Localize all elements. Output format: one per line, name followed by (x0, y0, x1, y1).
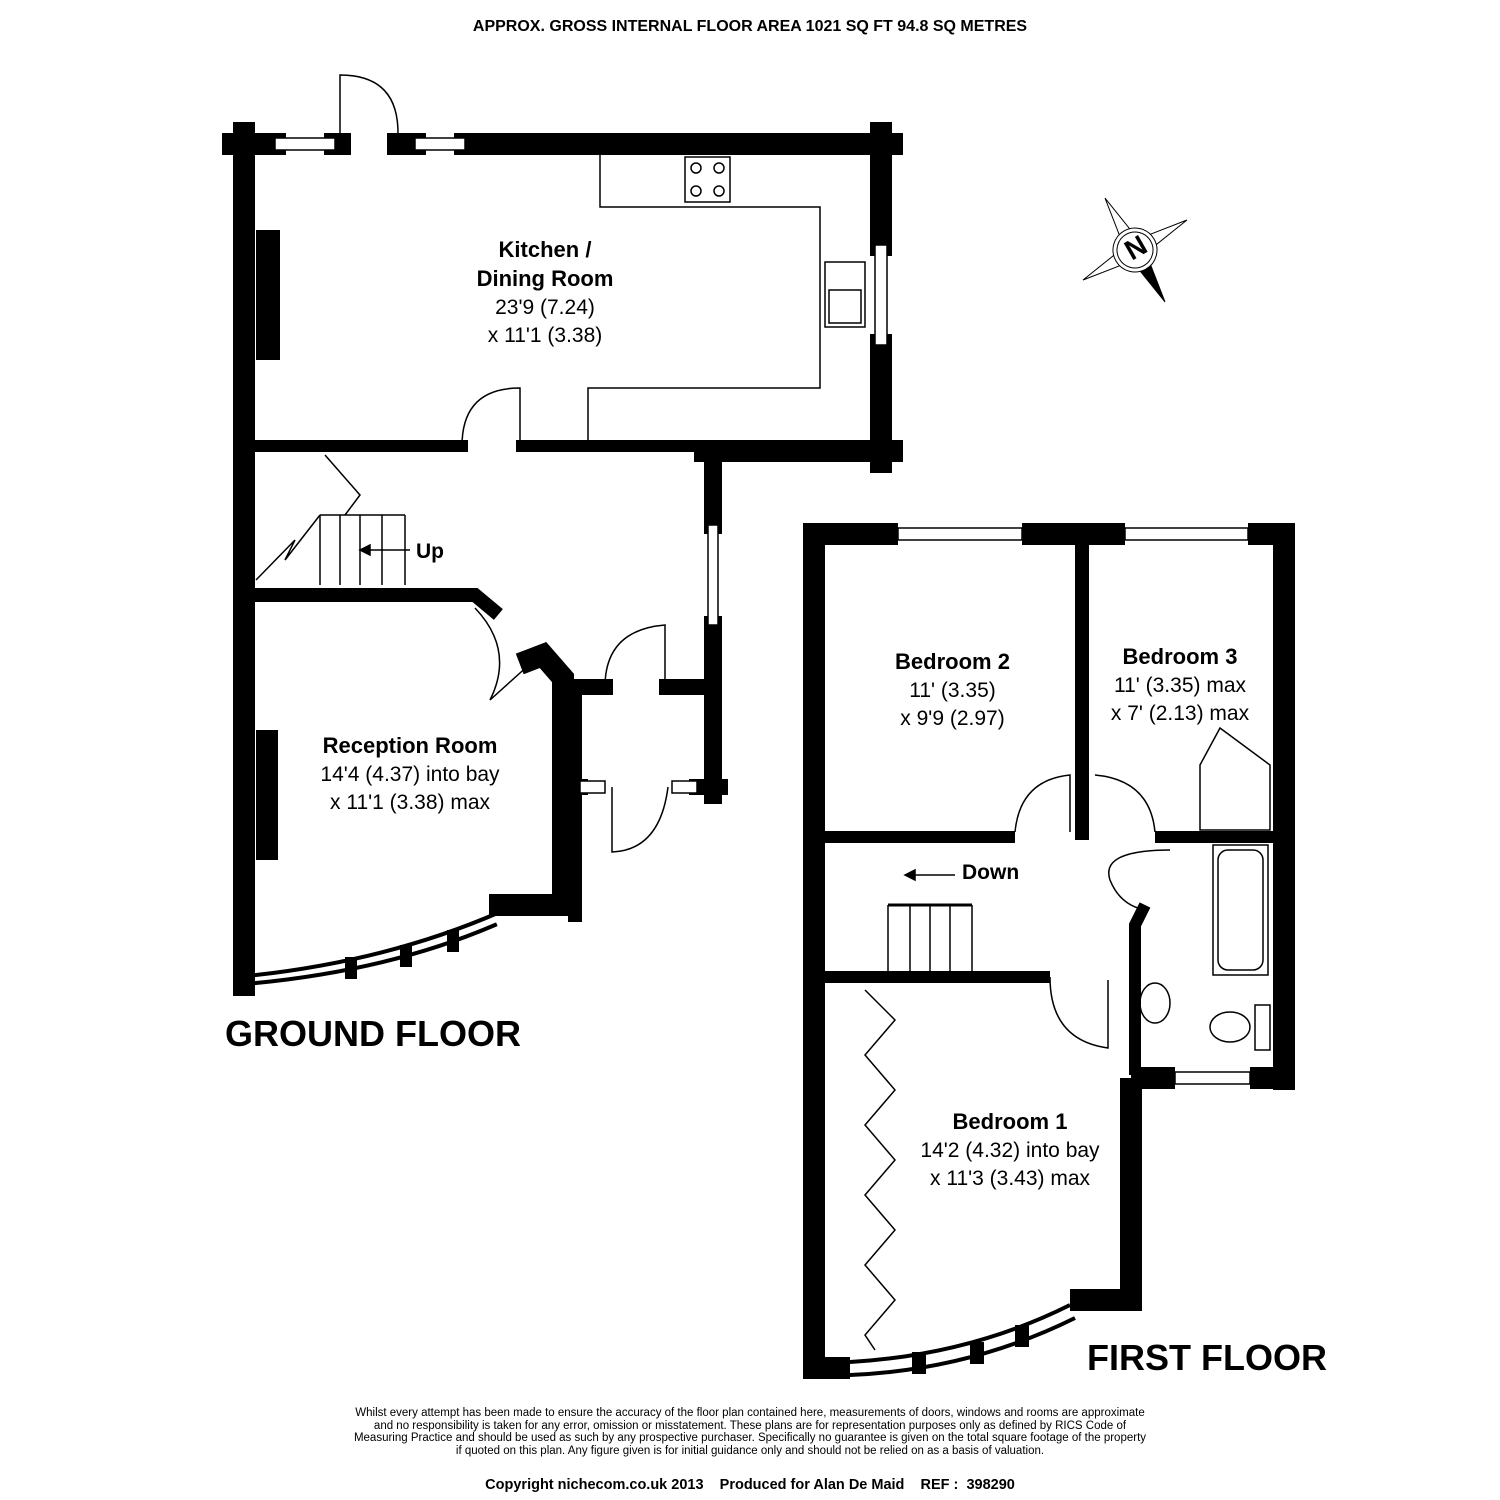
room-dimension: x 7' (2.13) max (1110, 702, 1250, 725)
room-bedroom-1: Bedroom 1 14'2 (4.32) into bay x 11'3 (3… (870, 1108, 1150, 1193)
room-bedroom-2: Bedroom 2 11' (3.35) x 9'9 (2.97) (840, 648, 1065, 733)
first-floor-label: FIRST FLOOR (1087, 1337, 1327, 1378)
room-dimension: x 11'1 (3.38) max (329, 791, 491, 814)
room-reception: Reception Room 14'4 (4.37) into bay x 11… (270, 732, 550, 817)
room-name: Kitchen / (498, 237, 592, 262)
compass-rose-icon (1082, 197, 1188, 303)
first-floor-fixtures (864, 527, 1271, 1351)
floor-area-header: APPROX. GROSS INTERNAL FLOOR AREA 1021 S… (472, 18, 1028, 35)
room-dimension: 23'9 (7.24) (495, 296, 595, 319)
room-dimension: x 11'1 (3.38) (487, 324, 603, 347)
room-bedroom-3: Bedroom 3 11' (3.35) max x 7' (2.13) max (1090, 643, 1270, 728)
room-dimension: 14'2 (4.32) into bay (920, 1139, 1100, 1162)
room-name: Bedroom 2 (895, 649, 1010, 674)
stairs-up-label: Up (416, 540, 444, 563)
room-name: Reception Room (322, 733, 498, 758)
room-kitchen-dining: Kitchen / Dining Room 23'9 (7.24) x 11'1… (420, 236, 670, 350)
ground-floor-walls (222, 122, 903, 996)
disclaimer-text: Whilst every attempt has been made to en… (353, 1407, 1147, 1457)
copyright-text: Copyright nichecom.co.uk 2013 Produced f… (485, 1477, 1015, 1493)
room-dimension: x 11'3 (3.43) max (929, 1167, 1091, 1190)
room-dimension: 11' (3.35) (909, 679, 996, 702)
room-name-line2: Dining Room (476, 266, 614, 291)
stairs-down-label: Down (962, 861, 1020, 884)
room-dimension: x 9'9 (2.97) (900, 707, 1005, 730)
room-name: Bedroom 1 (952, 1109, 1068, 1134)
first-floor-walls (803, 523, 1295, 1379)
room-dimension: 14'4 (4.37) into bay (320, 763, 500, 786)
ground-floor-label: GROUND FLOOR (225, 1013, 521, 1054)
room-name: Bedroom 3 (1122, 644, 1238, 669)
room-dimension: 11' (3.35) max (1113, 674, 1246, 697)
ground-floor-fixtures (255, 74, 888, 853)
